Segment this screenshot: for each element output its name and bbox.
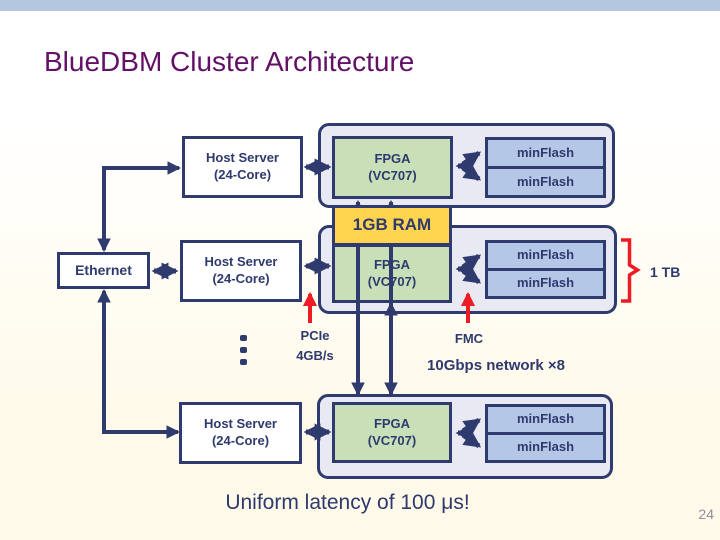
fpga-sublabel: (VC707) bbox=[368, 167, 417, 183]
network-label: 10Gbps network ×8 bbox=[427, 357, 565, 374]
ellipsis-dot bbox=[240, 359, 247, 365]
minflash-box-3a: minFlash bbox=[485, 404, 606, 435]
fpga-box-2: FPGA (VC707) bbox=[332, 244, 452, 303]
minflash-label: minFlash bbox=[516, 144, 575, 160]
fpga-label: FPGA bbox=[374, 150, 411, 166]
top-accent-bar bbox=[0, 0, 720, 11]
minflash-label: minFlash bbox=[516, 247, 575, 263]
host-server-box-1: Host Server (24-Core) bbox=[182, 136, 303, 198]
fpga-box-3: FPGA (VC707) bbox=[332, 402, 452, 463]
capacity-brace bbox=[621, 238, 641, 303]
fpga-label: FPGA bbox=[373, 256, 411, 272]
fpga-label: FPGA bbox=[373, 415, 411, 431]
ram-box: 1GB RAM bbox=[332, 205, 452, 246]
fmc-label: FMC bbox=[454, 331, 484, 346]
minflash-label: minFlash bbox=[516, 439, 575, 455]
ellipsis-dot bbox=[240, 347, 247, 353]
host-server-label: Host Server bbox=[206, 150, 279, 166]
minflash-label: minFlash bbox=[516, 173, 575, 189]
fpga-sublabel: (VC707) bbox=[367, 432, 417, 448]
slide-title: BlueDBM Cluster Architecture bbox=[44, 46, 415, 77]
page-number: 24 bbox=[698, 506, 714, 522]
host-server-box-2: Host Server (24-Core) bbox=[180, 240, 302, 302]
ethernet-to-host3-connector bbox=[97, 288, 181, 439]
capacity-label: 1 TB bbox=[650, 264, 681, 280]
fpga-box-1: FPGA (VC707) bbox=[332, 136, 453, 199]
pcie-label: PCIe 4GB/s bbox=[296, 328, 334, 364]
footer-message: Uniform latency of 100 μs! bbox=[225, 491, 470, 514]
ellipsis-dot bbox=[240, 335, 247, 341]
minflash-box-1a: minFlash bbox=[485, 137, 606, 169]
minflash-box-2a: minFlash bbox=[485, 240, 606, 271]
minflash-box-2b: minFlash bbox=[485, 268, 606, 299]
host-server-sublabel: (24-Core) bbox=[211, 433, 270, 448]
minflash-box-3b: minFlash bbox=[485, 432, 606, 463]
ram-label: 1GB RAM bbox=[352, 215, 432, 235]
ethernet-label: Ethernet bbox=[75, 262, 132, 279]
vertical-ellipsis bbox=[240, 335, 247, 371]
minflash-box-1b: minFlash bbox=[485, 166, 606, 198]
host-server-label: Host Server bbox=[204, 416, 277, 432]
host-server-sublabel: (24-Core) bbox=[212, 271, 270, 286]
host-server-box-3: Host Server (24-Core) bbox=[179, 402, 302, 464]
minflash-label: minFlash bbox=[516, 411, 575, 427]
minflash-label: minFlash bbox=[516, 275, 575, 291]
host-server-label: Host Server bbox=[204, 254, 278, 270]
fpga-sublabel: (VC707) bbox=[367, 273, 417, 289]
host-server-sublabel: (24-Core) bbox=[213, 167, 272, 182]
ethernet-box: Ethernet bbox=[57, 252, 150, 289]
ethernet-to-host1-connector bbox=[97, 161, 182, 253]
